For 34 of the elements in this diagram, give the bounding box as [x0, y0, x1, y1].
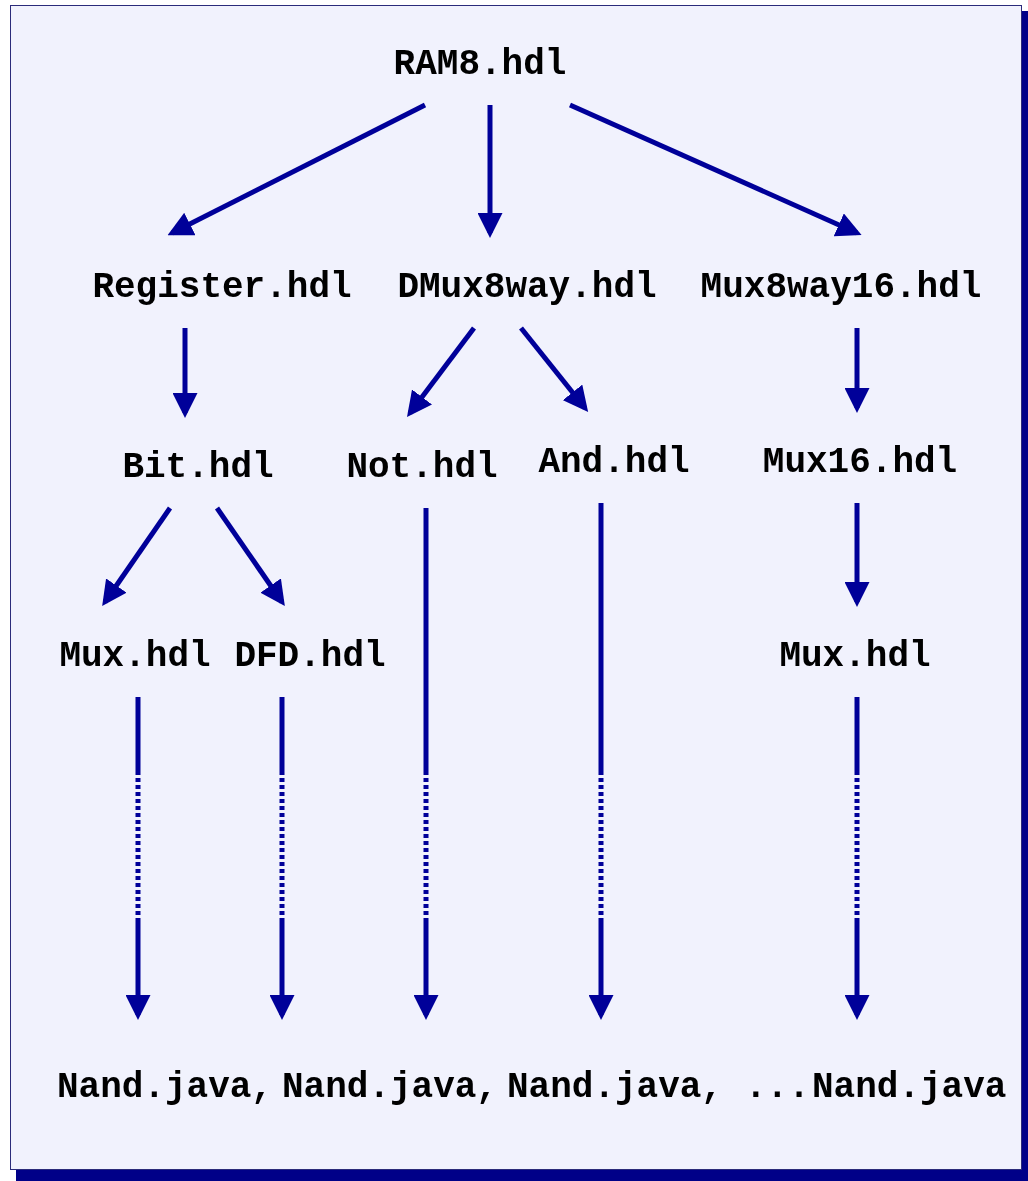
- arrow: [844, 503, 870, 607]
- file-name: Nand.java: [812, 1070, 1007, 1106]
- file-name: Nand.java: [57, 1070, 252, 1106]
- arrow: [172, 328, 198, 418]
- file-name: DMux8way.hdl: [397, 270, 657, 306]
- arrow: [407, 326, 476, 417]
- file-name: RAM8.hdl: [393, 47, 567, 83]
- file-name: And.hdl: [538, 445, 690, 481]
- arrow: [519, 326, 589, 412]
- file-name: Mux8way16.hdl: [700, 270, 982, 306]
- arrow: [477, 105, 503, 238]
- file-name: ...: [745, 1070, 810, 1106]
- file-name: DFD.hdl: [234, 639, 386, 675]
- file-name: Bit.hdl: [122, 450, 274, 486]
- file-name: ,: [251, 1070, 273, 1106]
- file-name: Mux16.hdl: [762, 445, 958, 481]
- arrow: [214, 506, 285, 607]
- arrow: [568, 102, 862, 237]
- arrow: [167, 102, 427, 236]
- file-name: Mux.hdl: [59, 639, 211, 675]
- file-name: Nand.java: [507, 1070, 702, 1106]
- file-name: ,: [476, 1070, 498, 1106]
- file-name: Not.hdl: [346, 450, 498, 486]
- file-name: ,: [701, 1070, 723, 1106]
- arrow: [844, 328, 870, 413]
- file-name: Register.hdl: [92, 270, 352, 306]
- arrow: [269, 697, 295, 1020]
- arrow: [413, 508, 439, 1020]
- arrow: [125, 697, 151, 1020]
- arrow: [844, 697, 870, 1020]
- arrow: [102, 506, 173, 607]
- file-name: Nand.java: [282, 1070, 477, 1106]
- arrow: [588, 503, 614, 1020]
- file-name: Mux.hdl: [779, 639, 931, 675]
